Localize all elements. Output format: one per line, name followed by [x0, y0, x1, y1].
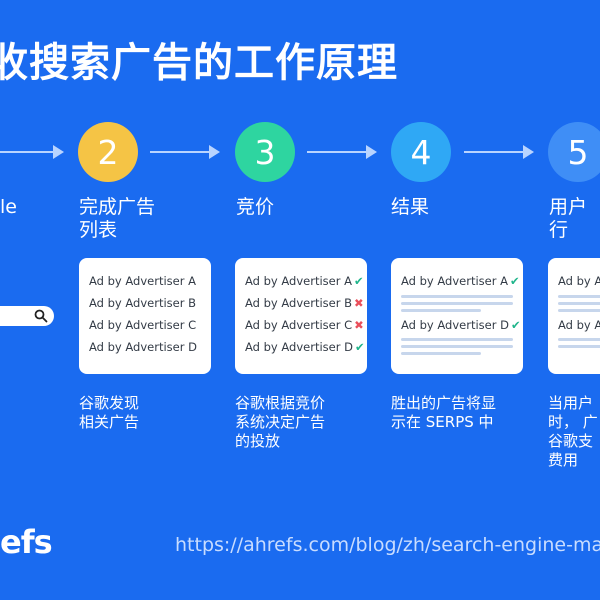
ad-row: Ad by Advertiser C [89, 318, 197, 332]
cross-icon: ✖ [354, 318, 364, 332]
step-4-label: 结果 [391, 196, 430, 218]
ad-row: Ad by Advertiser B✖ [245, 296, 364, 310]
ad-row: Ad by Advertiser A✔ [401, 274, 520, 288]
ad-row: Ad by Advertiser A✔ [245, 274, 364, 288]
placeholder-line [401, 345, 513, 348]
step-5-circle: 5 [548, 122, 600, 182]
step-2-circle: 2 [78, 122, 138, 182]
ad-row: Ad by Ac [558, 318, 600, 332]
results-card: Ad by Advertiser A✔ Ad by Advertiser D✔ [391, 258, 523, 374]
ad-row-text: Ad by Advertiser A [401, 274, 508, 288]
arrow-4 [464, 141, 534, 163]
placeholder-line [401, 295, 513, 298]
ad-row-text: Ad by Advertiser A [245, 274, 352, 288]
placeholder-line [401, 309, 481, 312]
step-4-circle: 4 [391, 122, 451, 182]
ad-row: Ad by Ac [558, 274, 600, 288]
source-url[interactable]: https://ahrefs.com/blog/zh/search-engine… [175, 534, 600, 556]
user-click-card: Ad by Ac Ad by Ac [548, 258, 600, 374]
arrow-2 [150, 141, 220, 163]
step-2-label: 完成广告 列表 [79, 196, 156, 241]
step-2-description: 谷歌发现 相关广告 [79, 394, 140, 431]
ad-row-text: Ad by Advertiser C [245, 318, 353, 332]
page-title: 收搜索广告的工作原理 [0, 40, 398, 86]
check-icon: ✔ [510, 318, 521, 332]
ad-row: Ad by Advertiser B [89, 296, 196, 310]
placeholder-line [558, 309, 600, 312]
check-icon: ✔ [353, 274, 364, 288]
step-5-label: 用户行 [549, 196, 588, 241]
ad-list-card: Ad by Advertiser A Ad by Advertiser B Ad… [79, 258, 211, 374]
cross-icon: ✖ [354, 296, 364, 310]
placeholder-line [401, 302, 513, 305]
arrow-1 [0, 141, 64, 163]
ad-row: Ad by Advertiser C✖ [245, 318, 364, 332]
ad-row-text: Ad by Advertiser D [401, 318, 509, 332]
placeholder-line [558, 338, 600, 341]
ad-row: Ad by Advertiser D✔ [245, 340, 365, 354]
ad-row-text: Ad by Advertiser D [245, 340, 353, 354]
arrow-3 [307, 141, 377, 163]
placeholder-line [558, 302, 600, 305]
step-3-description: 谷歌根据竞价 系统决定广告 的投放 [235, 394, 326, 450]
step-1-label: le [0, 196, 17, 218]
placeholder-line [558, 345, 600, 348]
placeholder-line [401, 352, 481, 355]
search-icon [34, 309, 48, 323]
check-icon: ✔ [354, 340, 365, 354]
search-bar [0, 306, 54, 326]
auction-card: Ad by Advertiser A✔ Ad by Advertiser B✖ … [235, 258, 367, 374]
ahrefs-logo: efs [0, 523, 53, 561]
ad-row: Ad by Advertiser D [89, 340, 197, 354]
step-4-description: 胜出的广告将显 示在 SERPS 中 [391, 394, 497, 431]
placeholder-line [558, 295, 600, 298]
placeholder-line [401, 338, 513, 341]
check-icon: ✔ [509, 274, 520, 288]
step-3-label: 竞价 [236, 196, 275, 218]
step-3-circle: 3 [235, 122, 295, 182]
ad-row: Ad by Advertiser A [89, 274, 196, 288]
ad-row: Ad by Advertiser D✔ [401, 318, 521, 332]
step-5-description: 当用户 时， 广 谷歌支 费用 [548, 394, 598, 469]
ad-row-text: Ad by Advertiser B [245, 296, 352, 310]
